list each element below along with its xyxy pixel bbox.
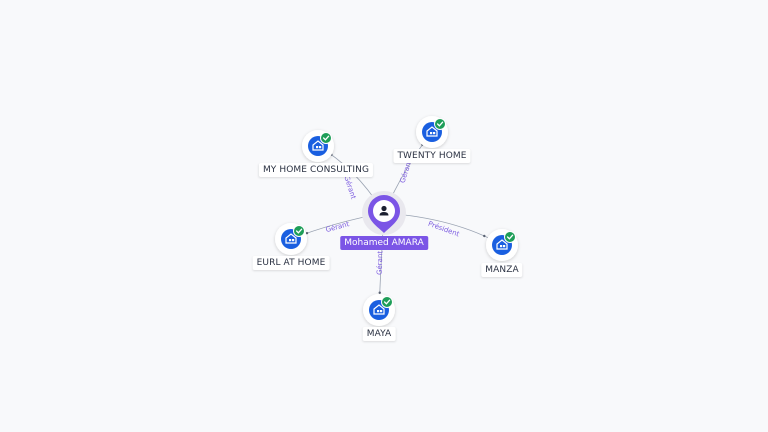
verified-check-icon <box>381 296 393 308</box>
company-node-eurl-at-home[interactable] <box>275 223 307 255</box>
edge-arrow-eurl-at-home <box>305 231 309 235</box>
company-name-label[interactable]: EURL AT HOME <box>252 256 330 270</box>
edge-role-label: Président <box>427 220 461 239</box>
building-glyph <box>285 233 297 244</box>
company-name-label[interactable]: TWENTY HOME <box>393 149 471 163</box>
verified-check-icon <box>434 118 446 130</box>
verified-check-icon <box>504 231 516 243</box>
edge-arrow-maya <box>378 291 381 294</box>
building-glyph <box>426 126 438 137</box>
company-node-my-home-consulting[interactable] <box>302 130 334 162</box>
building-glyph <box>496 239 508 250</box>
edge-role-label: Gérant <box>376 251 385 276</box>
company-name-label[interactable]: MANZA <box>481 263 523 277</box>
person-icon <box>379 205 389 216</box>
building-glyph <box>373 304 385 315</box>
company-node-manza[interactable] <box>486 229 518 261</box>
verified-check-icon <box>293 225 305 237</box>
edge-arrow-manza <box>483 234 486 238</box>
building-glyph <box>312 140 324 151</box>
person-node[interactable] <box>362 191 406 235</box>
company-name-label[interactable]: MY HOME CONSULTING <box>258 163 374 177</box>
company-name-label[interactable]: MAYA <box>362 327 396 341</box>
verified-check-icon <box>320 132 332 144</box>
edge-role-label: Gérant <box>342 175 357 201</box>
person-name-label[interactable]: Mohamed AMARA <box>340 236 428 250</box>
edge-role-label: Gérant <box>325 220 351 234</box>
company-node-maya[interactable] <box>363 294 395 326</box>
company-node-twenty-home[interactable] <box>416 116 448 148</box>
